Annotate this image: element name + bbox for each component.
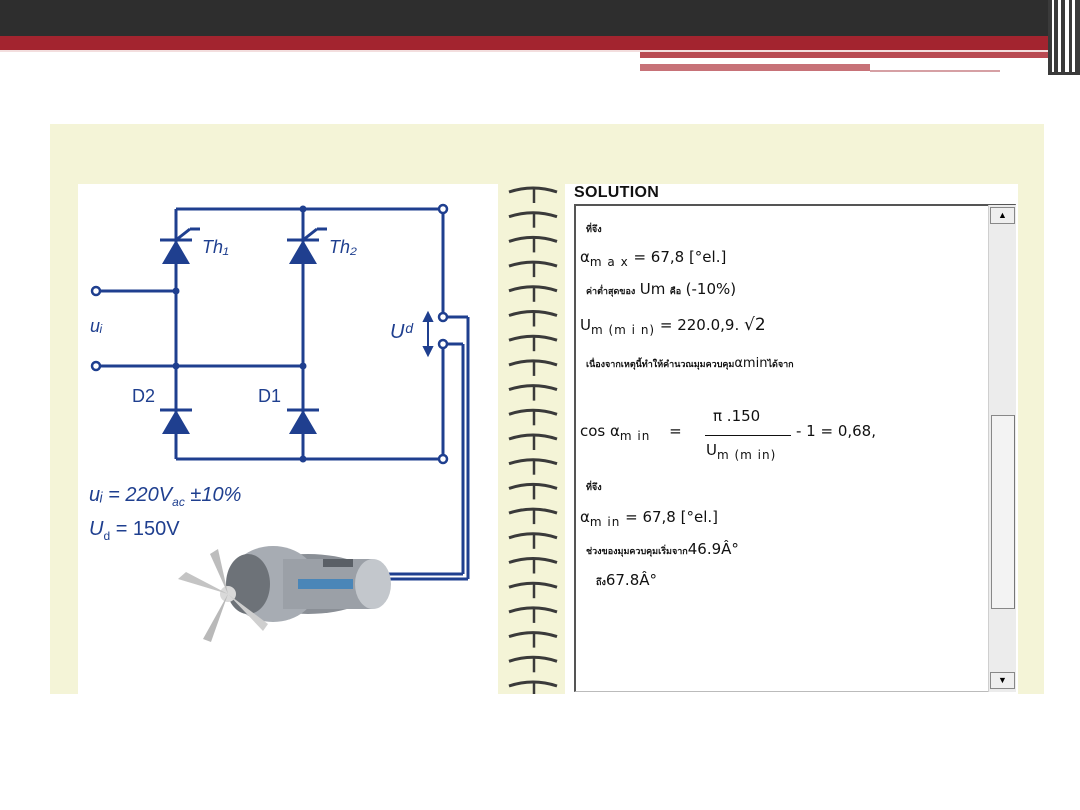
th2-label: Th₂ [329,237,357,257]
accent-line-thin [870,70,1000,72]
binding-rings-icon [508,186,558,697]
fraction-denominator: Um (m in) [706,441,777,462]
title-bar [0,0,1080,36]
d1-label: D1 [258,386,281,406]
circuit-figure: Th₁ Th₂ uᵢ Uᵈ D2 D1 uᵢ = 220Vac ±10% Ud … [78,184,498,694]
ud-label: Uᵈ [390,321,413,343]
um-line: Um (m i n) = 220.0,9. √2 [580,315,766,337]
line7-thai: ที่จึง [586,483,602,493]
accent-bar [0,36,1080,50]
range-end-line: ถึง67.8Â° [596,571,658,589]
ui-label: uᵢ [90,316,103,336]
fraction-numerator: π .150 [713,407,761,425]
alpha-min-line: αm in = 67,8 [°el.] [580,508,718,529]
spec-ud: Ud = 150V [89,518,180,543]
solution-textbox[interactable] [574,204,1016,692]
circuit-diagram: Th₁ Th₂ uᵢ Uᵈ D2 D1 [90,203,470,642]
accent-bar-tertiary [640,64,870,71]
solution-title: SOLUTION [574,184,660,201]
cos-tail: - 1 = 0,68, [796,422,876,440]
min-value-line: ค่าต่ำสุดของ Um คือ (-10%) [586,280,737,298]
scroll-down-button[interactable]: ▼ [990,672,1015,689]
solution-scrollbar[interactable]: ▲ ▼ [988,205,1016,692]
alpha-max-line: αm a x = 67,8 [°el.] [580,248,727,269]
scroll-thumb[interactable] [991,415,1015,609]
spec-ui: uᵢ = 220Vac ±10% [89,484,242,509]
line1-thai: ที่จึง [586,225,602,235]
calc-note-line: เนื่องจากเหตุนี้ทำให้คำนวณมุมควบคุมαminไ… [586,356,794,371]
d2-label: D2 [132,386,155,406]
scroll-up-button[interactable]: ▲ [990,207,1015,224]
range-line: ช่วงของมุมควบคุมเริ่มจาก46.9Â° [586,540,739,558]
notebook-rings [505,184,565,697]
th1-label: Th₁ [202,237,229,257]
fraction-bar [705,435,791,436]
cos-line: cos αm in = [580,422,682,443]
motor-image [178,546,391,642]
accent-bar-secondary [640,52,1050,58]
corner-stripes [1048,0,1080,75]
accent-line [0,50,1050,52]
